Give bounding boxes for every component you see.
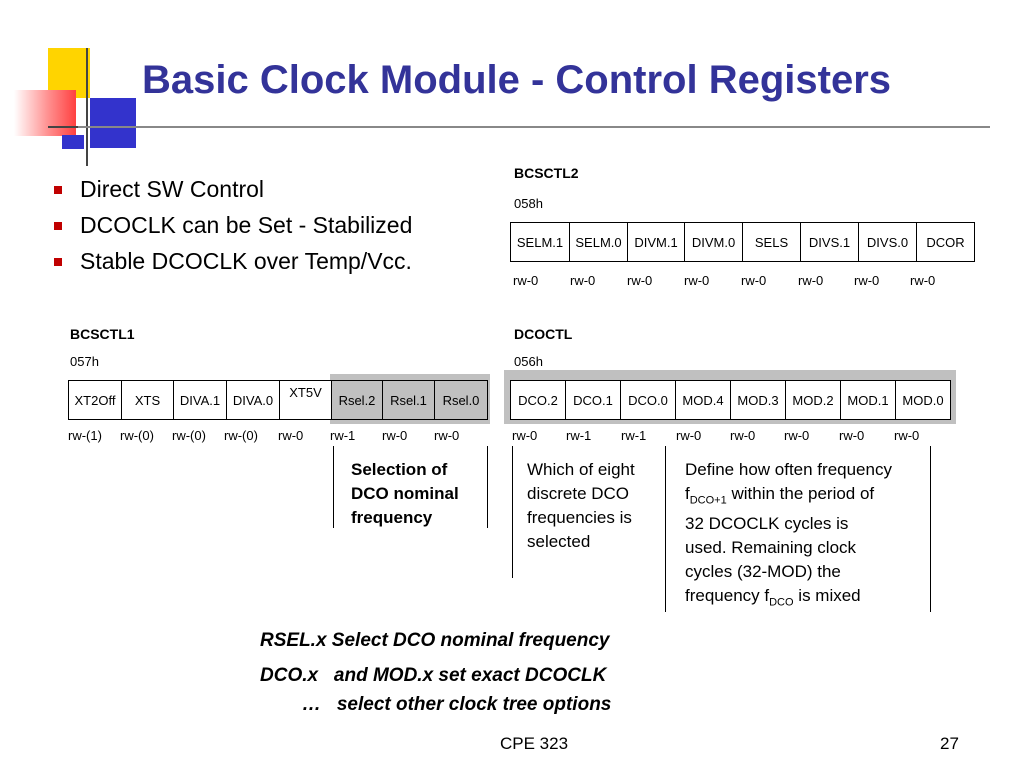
bcsctl1-bit: XTS xyxy=(122,381,174,419)
bullet-square-icon xyxy=(54,222,62,230)
bullet-square-icon xyxy=(54,258,62,266)
bcsctl2-register: SELM.1 SELM.0 DIVM.1 DIVM.0 SELS DIVS.1 … xyxy=(510,222,975,262)
dcoctl-reset: rw-0 xyxy=(839,428,865,443)
bcsctl2-bit: DIVS.1 xyxy=(801,223,859,261)
footer-page-number: 27 xyxy=(940,734,959,753)
rsel-bracket-left xyxy=(333,446,334,528)
bcsctl1-name: BCSCTL1 xyxy=(70,326,135,342)
bcsctl1-reset: rw-0 xyxy=(278,428,304,443)
bullet-item: DCOCLK can be Set - Stabilized xyxy=(54,212,412,238)
logo-blue-small xyxy=(62,135,84,149)
rsel-bracket-right xyxy=(487,446,488,528)
bcsctl1-bit: Rsel.0 xyxy=(435,381,487,419)
dcoctl-bit: MOD.4 xyxy=(676,381,731,419)
dcoctl-reset: rw-0 xyxy=(730,428,756,443)
dcoctl-reset: rw-0 xyxy=(512,428,538,443)
bcsctl1-bit: Rsel.1 xyxy=(383,381,435,419)
summary-other: … select other clock tree options xyxy=(302,694,612,715)
dcoctl-bit: DCO.2 xyxy=(511,381,566,419)
dcoctl-reset: rw-0 xyxy=(676,428,702,443)
bcsctl2-reset: rw-0 xyxy=(910,273,936,288)
bcsctl2-reset: rw-0 xyxy=(741,273,767,288)
bullet-item: Direct SW Control xyxy=(54,176,412,202)
bcsctl2-reset: rw-0 xyxy=(513,273,539,288)
bcsctl2-bit: DIVM.0 xyxy=(685,223,743,261)
bcsctl1-reset: rw-(1) xyxy=(68,428,102,443)
dcoctl-reset: rw-1 xyxy=(621,428,647,443)
bcsctl1-reset: rw-(0) xyxy=(172,428,206,443)
dco-bracket-left xyxy=(512,446,513,578)
slide-title: Basic Clock Module - Control Registers xyxy=(142,58,892,102)
dcoctl-bit: MOD.1 xyxy=(841,381,896,419)
bcsctl2-reset: rw-0 xyxy=(627,273,653,288)
bcsctl2-bit: SELM.1 xyxy=(511,223,570,261)
bcsctl1-reset: rw-1 xyxy=(330,428,356,443)
rsel-note: Selection of DCO nominal frequency xyxy=(351,460,459,527)
bcsctl2-reset: rw-0 xyxy=(854,273,880,288)
bullet-square-icon xyxy=(54,186,62,194)
logo-yellow-square xyxy=(48,48,90,98)
bcsctl2-address: 058h xyxy=(514,196,543,211)
bcsctl2-bit: DIVS.0 xyxy=(859,223,917,261)
dcoctl-name: DCOCTL xyxy=(514,326,573,342)
bcsctl1-bit: Rsel.2 xyxy=(332,381,383,419)
bcsctl2-bit: SELS xyxy=(743,223,801,261)
bcsctl1-reset: rw-0 xyxy=(382,428,408,443)
bcsctl1-bit: XT2Off xyxy=(69,381,122,419)
summary-rsel: RSEL.x Select DCO nominal frequency xyxy=(260,630,610,651)
dcoctl-reset: rw-0 xyxy=(784,428,810,443)
bcsctl2-reset: rw-0 xyxy=(684,273,710,288)
bullet-item: Stable DCOCLK over Temp/Vcc. xyxy=(54,248,412,274)
bcsctl2-reset: rw-0 xyxy=(798,273,824,288)
dcoctl-address: 056h xyxy=(514,354,543,369)
logo-red-square xyxy=(14,90,76,136)
bcsctl2-bit: DCOR xyxy=(926,234,965,250)
dcoctl-register: DCO.2 DCO.1 DCO.0 MOD.4 MOD.3 MOD.2 MOD.… xyxy=(510,380,951,420)
bcsctl1-reset: rw-0 xyxy=(434,428,460,443)
dco-note: Which of eight discrete DCO frequencies … xyxy=(527,460,635,551)
dcoctl-bit: MOD.0 xyxy=(902,392,944,408)
bcsctl1-register: XT2Off XTS DIVA.1 DIVA.0 XT5V Rsel.2 Rse… xyxy=(68,380,488,420)
dcoctl-reset: rw-1 xyxy=(566,428,592,443)
dcoctl-bit: MOD.2 xyxy=(786,381,841,419)
bcsctl2-reset: rw-0 xyxy=(570,273,596,288)
bcsctl1-bit: DIVA.1 xyxy=(174,381,227,419)
bullet-list: Direct SW Control DCOCLK can be Set - St… xyxy=(54,176,412,284)
mod-bracket-left xyxy=(665,446,666,612)
title-divider xyxy=(78,126,990,128)
logo-blue-square xyxy=(90,98,136,148)
bcsctl1-reset: rw-(0) xyxy=(120,428,154,443)
mod-bracket-right xyxy=(930,446,931,612)
footer-course: CPE 323 xyxy=(500,734,569,753)
bcsctl2-name: BCSCTL2 xyxy=(514,165,579,181)
logo-decoration xyxy=(0,40,140,170)
dcoctl-bit: MOD.3 xyxy=(731,381,786,419)
mod-note: Define how often frequency fDCO+1 within… xyxy=(685,460,892,609)
bcsctl2-bit: SELM.0 xyxy=(570,223,628,261)
logo-vertical-line xyxy=(86,48,88,166)
dcoctl-bit: DCO.1 xyxy=(566,381,621,419)
bcsctl1-bit: DIVA.0 xyxy=(227,381,280,419)
bcsctl1-reset: rw-(0) xyxy=(224,428,258,443)
bcsctl1-bit: XT5V xyxy=(280,381,332,419)
bcsctl1-address: 057h xyxy=(70,354,99,369)
summary-dco: DCO.x and MOD.x set exact DCOCLK xyxy=(260,665,607,686)
dcoctl-reset: rw-0 xyxy=(894,428,920,443)
bcsctl2-bit: DIVM.1 xyxy=(628,223,685,261)
dcoctl-bit: DCO.0 xyxy=(621,381,676,419)
